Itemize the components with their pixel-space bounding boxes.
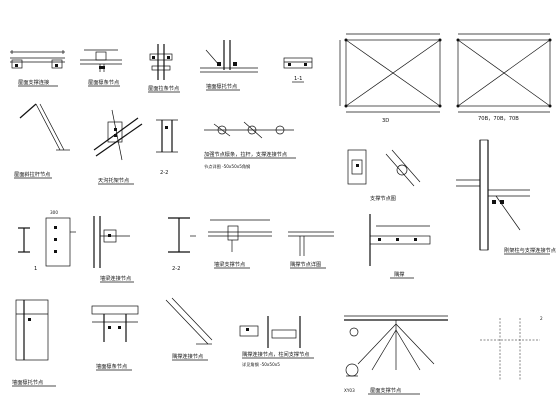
detail-knee-brace: 隅撑节点详图: [288, 231, 334, 269]
caption-gutter-bracket: 天沟托架节点: [98, 176, 129, 184]
mark-faint-column: 2: [540, 316, 543, 321]
detail-roof-tie: 屋面拉条节点: [148, 44, 180, 93]
detail-wall-beam-support: 墙梁支撑节点: [208, 219, 272, 269]
caption-bracing-plan-2: 70B，70B，70B: [478, 116, 519, 122]
caption-roof-purlin: 屋面檩条节点: [88, 78, 119, 86]
caption-support-node: 支撑节点图: [370, 194, 396, 202]
caption-roof-diagonal: 屋面斜拉杆节点: [14, 170, 50, 178]
detail-wall-purlin-node: 墙面檩条节点: [91, 305, 139, 371]
detail-gutter-bracket: 天沟托架节点: [93, 109, 143, 185]
detail-faint-column: 2: [480, 316, 543, 380]
detail-strengthen-node: 加强节点檩条，拉杆，支撑连接节点 节点详图 -50x50x5角钢: [204, 121, 296, 170]
caption-knee-brace-2: 隅撑: [394, 270, 404, 278]
caption-wall-beam-connection: 墙梁连接节点: [100, 274, 131, 282]
detail-section-2-2-b: 2-2: [168, 217, 196, 272]
detail-wall-purlin-support-2: 墙面檩托节点: [12, 299, 56, 387]
caption-wall-purlin-support-2: 墙面檩托节点: [12, 378, 43, 386]
caption-roof-brace: 屋面支撑连接: [18, 78, 49, 86]
caption-roof-tie: 屋面拉条节点: [148, 84, 179, 92]
caption-knee-brace-connection: 隅撑连接节点: [172, 352, 203, 360]
detail-knee-brace-2: 隅撑: [369, 214, 431, 279]
note-column-bracing-node: 详见角钢 -50x50x5: [242, 361, 280, 368]
detail-section-2-2-a: 2-2: [156, 119, 178, 176]
detail-roof-brace-connection: 屋面支撑连接: [10, 50, 65, 87]
caption-strengthen-node: 加强节点檩条，拉杆，支撑连接节点: [204, 150, 287, 158]
detail-support-node: 支撑节点图: [347, 149, 421, 202]
caption-knee-brace: 隅撑节点详图: [290, 260, 321, 268]
caption-column-bracing-node: 隅撑连接节点，柱间支撑节点: [242, 350, 309, 358]
detail-section-1-1: 1-1: [283, 57, 313, 83]
detail-wall-beam-connection: 墙梁连接节点: [93, 216, 134, 283]
detail-roof-diagonal: 屋面斜拉杆节点: [14, 103, 70, 179]
caption-wall-beam-support: 墙梁支撑节点: [214, 260, 245, 268]
detail-knee-brace-connection: 隅撑连接节点: [165, 297, 213, 361]
detail-h-column: 300 1: [18, 210, 76, 272]
detail-bracing-plan-2: 70B，70B，70B: [456, 33, 552, 122]
caption-section-1-1: 1-1: [294, 76, 302, 82]
note-strengthen-node: 节点详图 -50x50x5角钢: [204, 163, 250, 170]
caption-wall-purlin-node: 墙面檩条节点: [96, 362, 127, 370]
detail-roof-purlin: 屋面檩条节点: [80, 49, 122, 87]
caption-roof-support-node: 屋面支撑节点: [370, 386, 401, 394]
detail-roof-support-node: XY03 屋面支撑节点: [344, 315, 448, 395]
caption-wall-purlin-support: 墙面檩托节点: [206, 82, 237, 90]
detail-wall-purlin-support: 墙面檩托节点: [200, 40, 258, 91]
caption-section-2-2-b: 2-2: [172, 266, 180, 272]
detail-bracing-plan-1: 3D: [339, 33, 442, 124]
caption-column-brace-connection: 刚架柱与支撑连接节点: [504, 246, 556, 254]
detail-column-brace-connection: 刚架柱与支撑连接节点: [456, 139, 556, 255]
detail-column-bracing-node: 隅撑连接节点，柱间支撑节点 详见角钢 -50x50x5: [239, 316, 314, 368]
mark-h-column: 1: [34, 266, 37, 272]
caption-bracing-plan-1: 3D: [382, 118, 389, 124]
caption-section-2-2-a: 2-2: [160, 170, 168, 176]
dim-h-column: 300: [50, 210, 58, 215]
mark-roof-support-node: XY03: [344, 388, 355, 393]
